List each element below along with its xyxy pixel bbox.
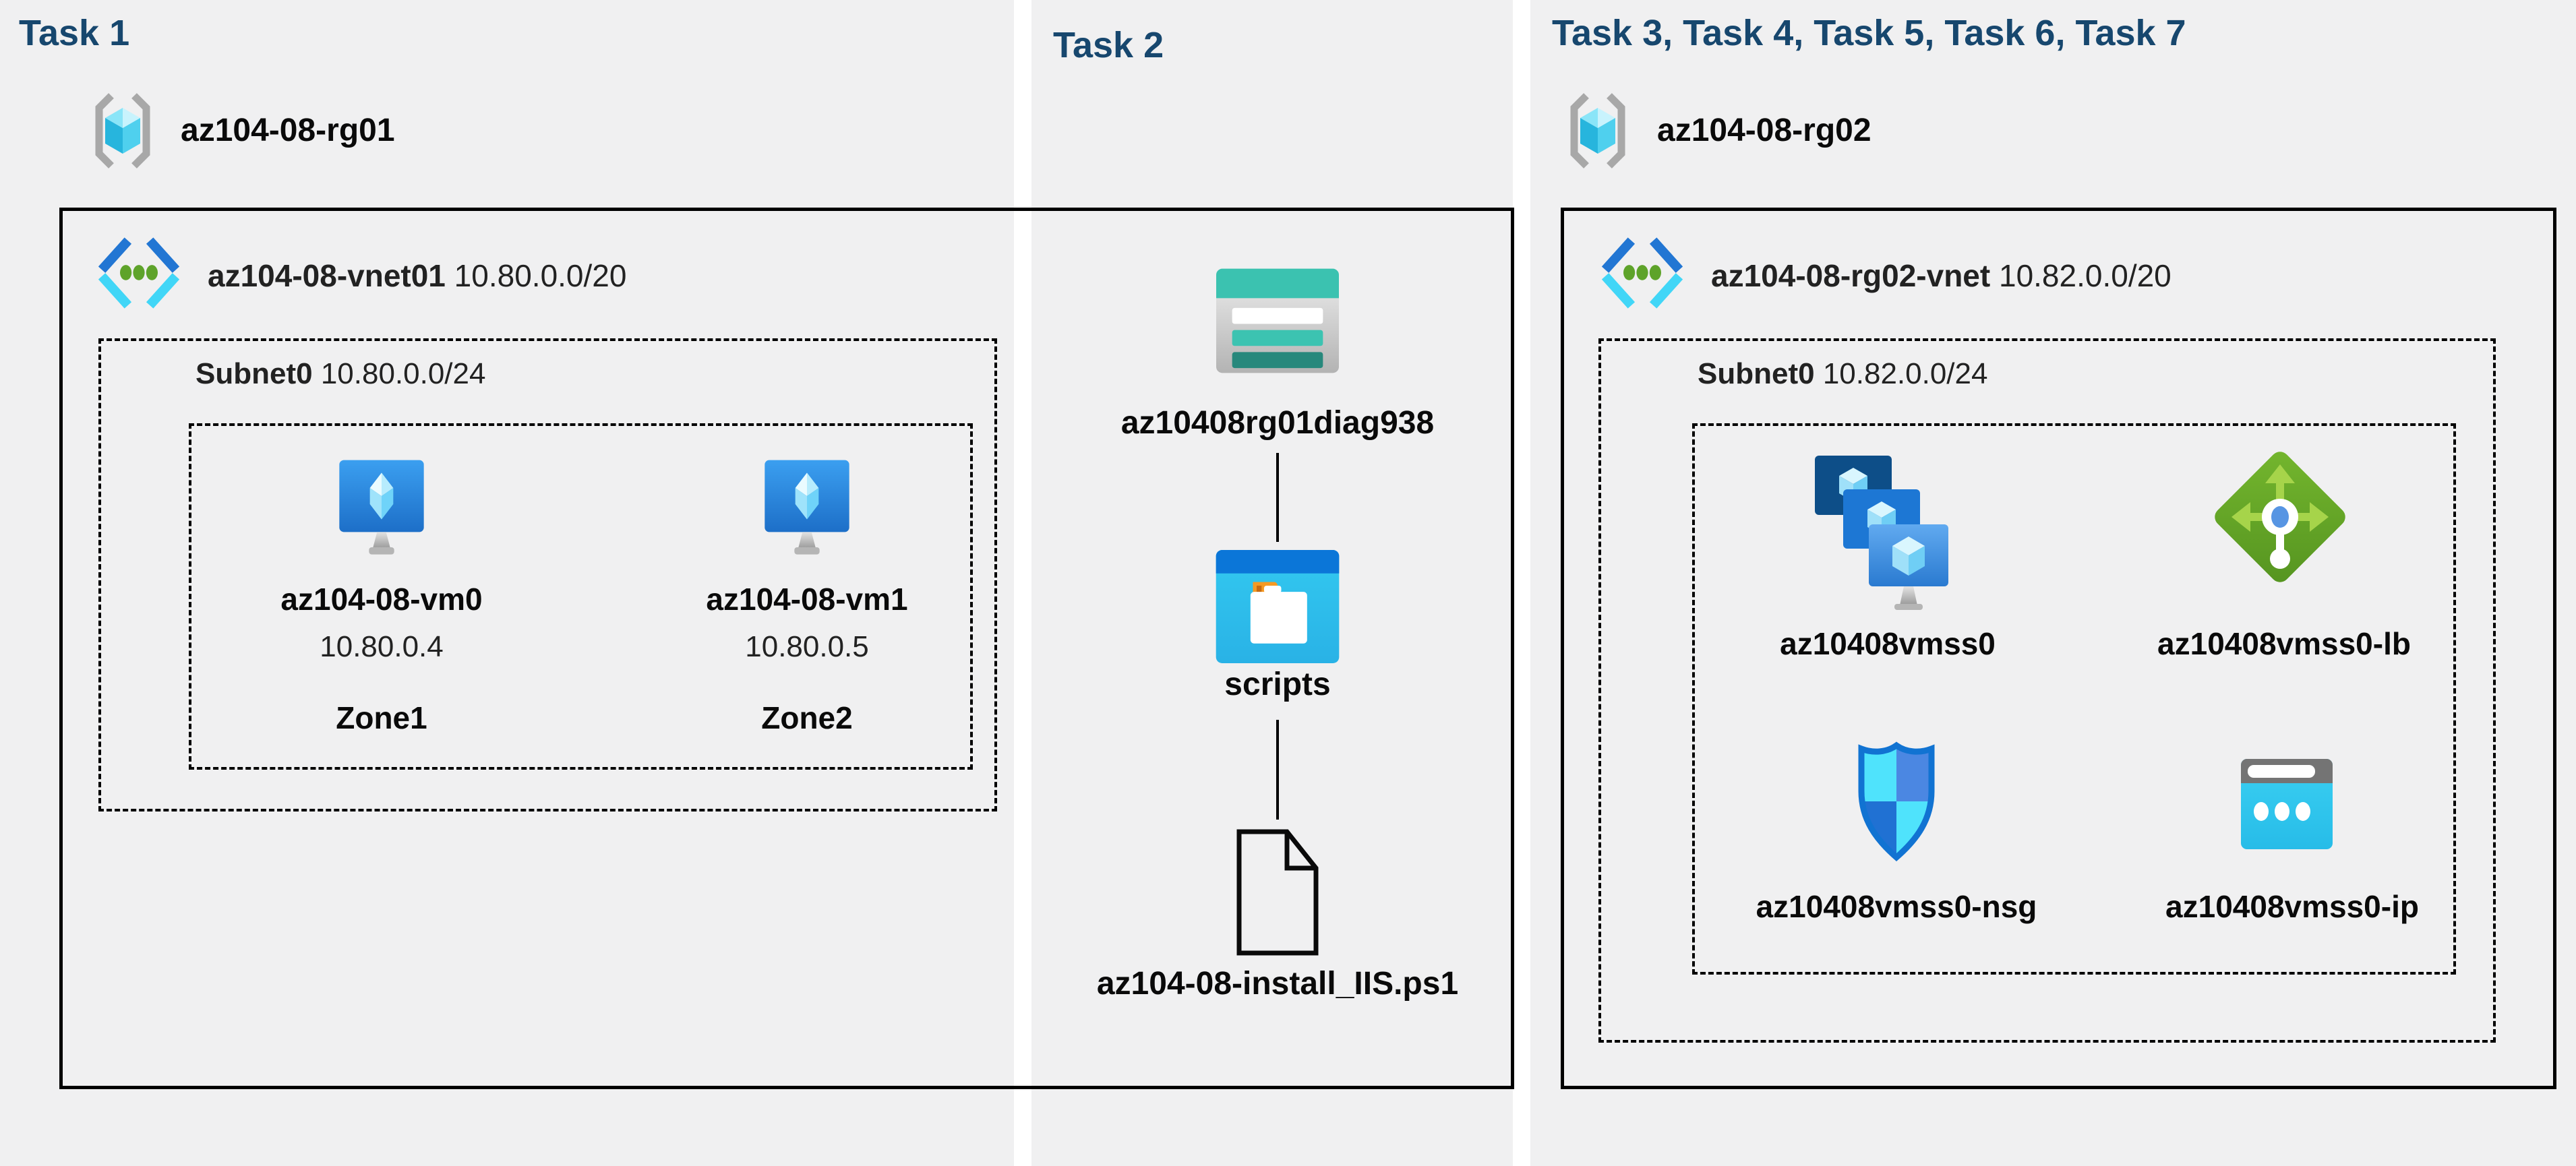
subnet-label-2: Subnet0 10.82.0.0/24 — [1698, 357, 1987, 391]
vnet-cidr: 10.82.0.0/20 — [1998, 258, 2171, 293]
vnet-name: az104-08-rg02-vnet — [1711, 258, 1991, 293]
resource-group-name: az104-08-rg01 — [181, 113, 395, 148]
public-ip-icon — [2241, 759, 2333, 849]
virtual-machine-icon — [336, 458, 427, 558]
subnet-box-2 — [1598, 338, 2496, 1043]
subnet-cidr: 10.82.0.0/24 — [1822, 357, 1988, 390]
vm-name: az104-08-vm0 — [280, 582, 483, 617]
vnet-label: az104-08-rg02-vnet 10.82.0.0/20 — [1711, 257, 2171, 294]
task1-panel — [0, 0, 1014, 1166]
vm-ip: 10.80.0.4 — [320, 630, 444, 663]
subnet-box-1 — [98, 338, 997, 811]
storage-account-icon — [1216, 268, 1339, 373]
connector-scripts-file — [1276, 720, 1279, 820]
vnet-boundary-box-1 — [59, 208, 1514, 1089]
connector-storage-scripts — [1276, 453, 1279, 542]
load-balancer-icon — [2210, 447, 2350, 587]
vm-ip: 10.80.0.5 — [745, 630, 869, 663]
resource-group-icon — [85, 90, 160, 171]
subnet-cidr: 10.80.0.0/24 — [320, 357, 486, 390]
subnet-name: Subnet0 — [196, 357, 313, 390]
virtual-machine-icon — [762, 458, 852, 558]
resource-group-icon — [1560, 90, 1636, 171]
vnet-cidr: 10.80.0.0/20 — [454, 258, 627, 293]
task3-panel — [1530, 0, 2576, 1166]
load-balancer-name: az10408vmss0-lb — [2157, 626, 2411, 661]
vm-name: az104-08-vm1 — [706, 582, 908, 617]
subnet-label-1: Subnet0 10.80.0.0/24 — [196, 357, 485, 391]
public-ip-name: az10408vmss0-ip — [2165, 889, 2419, 924]
vmss-group-box — [1692, 423, 2456, 975]
container-name: scripts — [1224, 667, 1331, 702]
nsg-name: az10408vmss0-nsg — [1756, 889, 2037, 924]
network-security-group-icon — [1854, 741, 1939, 863]
task3-title: Task 3, Task 4, Task 5, Task 6, Task 7 — [1552, 13, 2186, 53]
vm-scale-set-icon — [1815, 453, 1950, 611]
blob-container-icon — [1216, 550, 1340, 663]
virtual-network-icon — [92, 235, 186, 311]
virtual-network-icon — [1595, 235, 1689, 311]
subnet-name: Subnet0 — [1698, 357, 1815, 390]
vm-zone: Zone1 — [336, 700, 427, 735]
resource-group-name: az104-08-rg02 — [1657, 113, 1871, 148]
task2-title: Task 2 — [1053, 25, 1164, 65]
task1-title: Task 1 — [19, 13, 130, 53]
vm-zone: Zone2 — [761, 700, 853, 735]
script-file-icon — [1235, 828, 1320, 957]
vnet-boundary-box-2 — [1561, 208, 2556, 1089]
vm-group-box — [189, 423, 973, 770]
vnet-label: az104-08-vnet01 10.80.0.0/20 — [208, 257, 626, 294]
script-file-name: az104-08-install_IIS.ps1 — [1096, 966, 1459, 1002]
vnet-name: az104-08-vnet01 — [208, 258, 446, 293]
storage-account-name: az10408rg01diag938 — [1120, 405, 1435, 441]
vmss-name: az10408vmss0 — [1780, 626, 1996, 661]
